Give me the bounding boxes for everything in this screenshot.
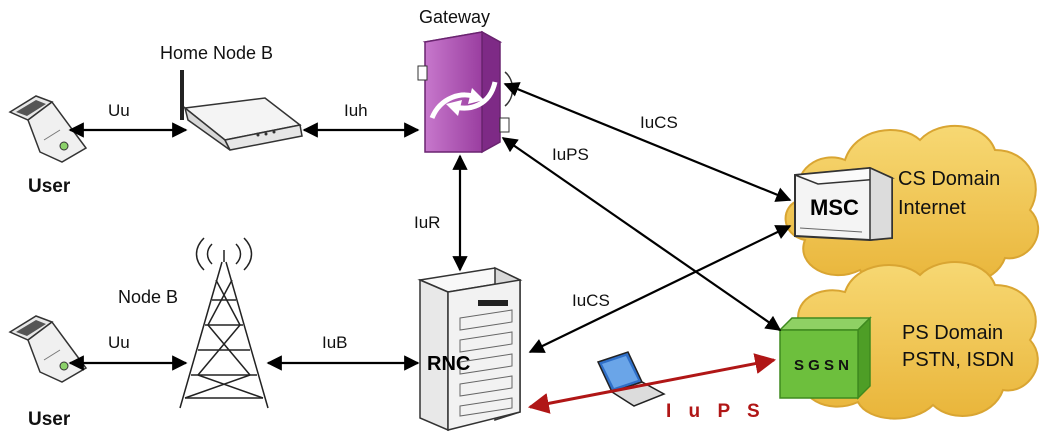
cs-domain-cloud <box>784 124 1040 287</box>
iups-top-label: IuPS <box>552 145 589 164</box>
uu-top-label: Uu <box>108 101 130 120</box>
laptop-icon <box>596 351 666 407</box>
sgsn-label: S G S N <box>794 357 850 374</box>
node-b-label: Node B <box>118 287 179 307</box>
cs-domain-line1: CS Domain <box>898 168 1001 190</box>
phone-top-icon <box>8 95 88 163</box>
home-node-b-label: Home Node B <box>160 43 274 63</box>
ps-domain-line2: PSTN, ISDN <box>902 349 1015 371</box>
iucs-top-label: IuCS <box>640 113 678 132</box>
rnc-label: RNC <box>427 353 471 375</box>
rnc-server <box>417 266 523 432</box>
link-iucs-mid <box>528 225 792 353</box>
link-arrows <box>68 82 792 371</box>
msc-label: MSC <box>810 195 859 220</box>
iups-red-label: I u P S <box>666 401 766 422</box>
gateway-device <box>417 30 514 154</box>
iub-label: IuB <box>322 333 348 352</box>
link-iups-top <box>501 137 782 331</box>
iur-label: IuR <box>414 213 441 232</box>
user-top-label: User <box>28 176 71 197</box>
uu-bottom-label: Uu <box>108 333 130 352</box>
user-bottom-label: User <box>28 409 71 430</box>
link-iucs-top <box>503 82 792 202</box>
iucs-mid-label: IuCS <box>572 291 610 310</box>
link-iups-red <box>527 353 777 414</box>
ps-domain-text: PS Domain PSTN, ISDN <box>902 322 1014 372</box>
node-b-tower-icon <box>179 237 269 409</box>
phone-bottom-icon <box>8 315 88 383</box>
home-node-b-device <box>180 70 303 151</box>
iuh-label: Iuh <box>344 101 368 120</box>
ps-domain-line1: PS Domain <box>902 322 1004 344</box>
sgsn-box <box>778 316 872 400</box>
cs-domain-text: CS Domain Internet <box>898 168 1000 220</box>
msc-server <box>794 166 895 242</box>
cs-domain-line2: Internet <box>898 197 966 219</box>
gateway-label: Gateway <box>419 7 491 27</box>
